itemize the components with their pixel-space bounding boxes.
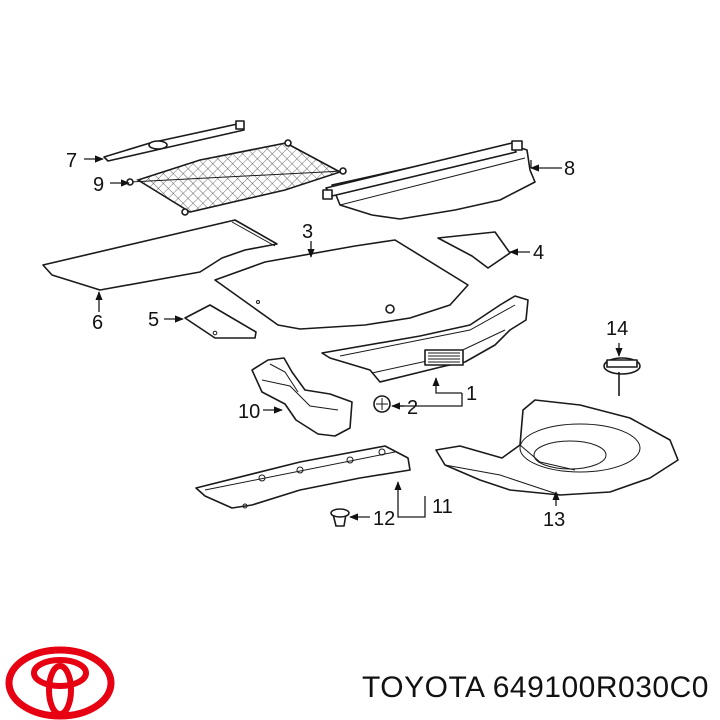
part-8-tonneau-cover	[322, 140, 536, 220]
part-12-push-clip	[330, 508, 350, 527]
part-9-cargo-net	[126, 139, 347, 216]
part-2-clip	[373, 395, 391, 413]
part-5-trim-cover	[184, 304, 257, 339]
callout-11: 11	[432, 496, 453, 518]
part-10-bracket	[251, 357, 353, 437]
callout-1: 1	[466, 383, 477, 405]
callout-7: 7	[66, 150, 77, 172]
callout-13: 13	[543, 509, 565, 531]
callout-9: 9	[93, 174, 104, 196]
part-number-label: TOYOTA 649100R030C0	[362, 671, 709, 704]
callout-4: 4	[533, 242, 544, 264]
part-1-sill-plate	[321, 295, 529, 383]
part-7-cover-rod	[103, 120, 245, 162]
callout-8: 8	[564, 158, 575, 180]
part-4-side-board	[437, 231, 511, 269]
part-3-deck-board	[214, 239, 469, 330]
callout-10: 10	[238, 401, 260, 423]
part-14-hold-down-bolt	[603, 357, 641, 396]
part-11-lower-rail	[195, 445, 411, 509]
callout-14: 14	[606, 318, 628, 340]
toyota-logo-icon	[5, 646, 115, 720]
callout-5: 5	[148, 309, 159, 331]
part-6-floor-board	[42, 219, 278, 291]
callout-2: 2	[407, 397, 418, 419]
callout-6: 6	[92, 312, 103, 334]
callout-12: 12	[373, 508, 395, 530]
part-13-spare-tire-tub	[435, 399, 679, 496]
leader-lines	[84, 155, 623, 521]
callout-3: 3	[302, 221, 313, 243]
